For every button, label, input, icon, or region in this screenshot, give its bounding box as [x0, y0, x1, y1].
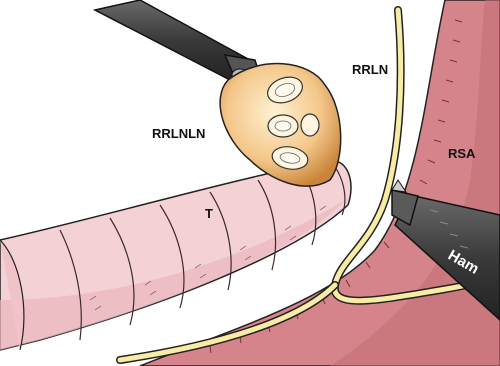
label-t: T — [205, 206, 213, 221]
label-rrln: RRLN — [352, 62, 388, 77]
label-rsa: RSA — [448, 146, 476, 161]
lymph-node — [220, 64, 341, 187]
label-rrlnln: RRLNLN — [152, 126, 205, 141]
